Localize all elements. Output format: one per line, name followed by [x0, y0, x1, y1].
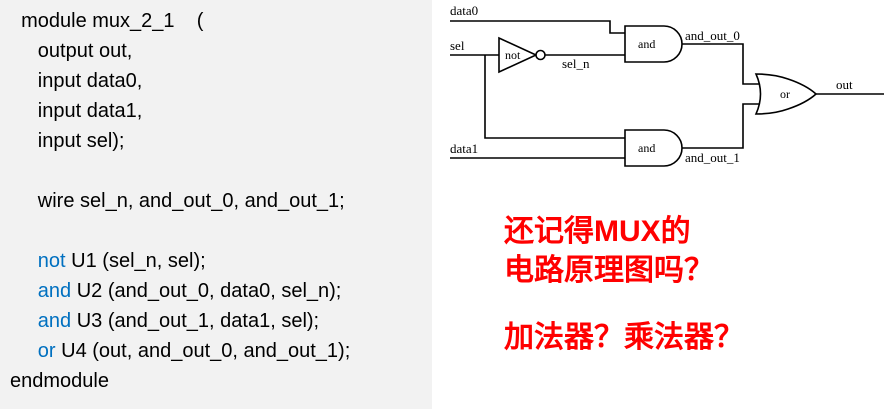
- code-text: endmodule: [10, 370, 109, 392]
- not-gate: [498, 36, 538, 74]
- wire-and-out-0: [682, 43, 760, 85]
- code-line: not U1 (sel_n, sel);: [10, 246, 432, 276]
- question-line-3: 加法器？乘法器？: [504, 321, 744, 354]
- label-or-gate: or: [780, 87, 790, 101]
- label-data1: data1: [450, 141, 478, 156]
- code-keyword: and: [37, 310, 72, 332]
- code-text: input sel);: [10, 130, 125, 152]
- code-text: U4 (out, and_out_0, and_out_1);: [55, 340, 351, 362]
- label-not-gate: not: [505, 48, 521, 62]
- code-text: [10, 280, 38, 302]
- code-line: or U4 (out, and_out_0, and_out_1);: [10, 336, 432, 366]
- code-line: input data1,: [10, 96, 432, 126]
- code-line: [10, 156, 432, 186]
- and-gate-bottom: [624, 129, 683, 167]
- question-text: 还记得MUX的 电路原理图吗？ 加法器？乘法器？: [504, 212, 744, 357]
- code-text: [10, 250, 38, 272]
- circuit-svg: data0 sel data1 not sel_n and and_out_0 …: [450, 3, 884, 167]
- or-gate: [754, 73, 818, 115]
- mux-circuit-diagram: data0 sel data1 not sel_n and and_out_0 …: [444, 0, 886, 200]
- code-line: and U2 (and_out_0, data0, sel_n);: [10, 276, 432, 306]
- label-and-out-1: and_out_1: [685, 150, 740, 165]
- label-sel: sel: [450, 38, 465, 53]
- code-text: input data1,: [10, 100, 143, 122]
- code-text: output out,: [10, 40, 133, 62]
- code-text: U1 (sel_n, sel);: [65, 250, 206, 272]
- label-and-out-0: and_out_0: [685, 28, 740, 43]
- wire-sel-branch: [484, 55, 625, 139]
- code-text: input data0,: [10, 70, 143, 92]
- code-text: U3 (and_out_1, data1, sel);: [71, 310, 320, 332]
- code-keyword: not: [37, 250, 66, 272]
- verilog-code-panel: module mux_2_1 ( output out, input data0…: [0, 0, 432, 409]
- code-line: input sel);: [10, 126, 432, 156]
- not-bubble-icon: [535, 49, 546, 61]
- code-text: module mux_2_1 (: [10, 10, 204, 32]
- code-text: wire sel_n, and_out_0, and_out_1;: [10, 190, 345, 212]
- code-line: input data0,: [10, 66, 432, 96]
- code-text: U2 (and_out_0, data0, sel_n);: [71, 280, 342, 302]
- code-line: and U3 (and_out_1, data1, sel);: [10, 306, 432, 336]
- label-and-gate-top: and: [638, 37, 655, 51]
- code-keyword: or: [37, 340, 56, 362]
- and-gate-top: [624, 25, 683, 63]
- code-line: endmodule: [10, 366, 432, 396]
- label-out: out: [836, 77, 853, 92]
- code-text: [10, 310, 38, 332]
- label-data0: data0: [450, 3, 478, 18]
- wire-data0: [450, 20, 625, 34]
- question-line-2: 电路原理图吗？: [504, 254, 714, 287]
- code-text: [10, 340, 38, 362]
- code-line: output out,: [10, 36, 432, 66]
- question-gap: [504, 290, 744, 318]
- label-sel-n: sel_n: [562, 56, 590, 71]
- code-line: [10, 216, 432, 246]
- code-line: module mux_2_1 (: [10, 6, 432, 36]
- label-and-gate-bottom: and: [638, 141, 655, 155]
- code-line: wire sel_n, and_out_0, and_out_1;: [10, 186, 432, 216]
- wire-and-out-1: [682, 103, 760, 149]
- question-line-1: 还记得MUX的: [504, 215, 691, 248]
- code-keyword: and: [37, 280, 72, 302]
